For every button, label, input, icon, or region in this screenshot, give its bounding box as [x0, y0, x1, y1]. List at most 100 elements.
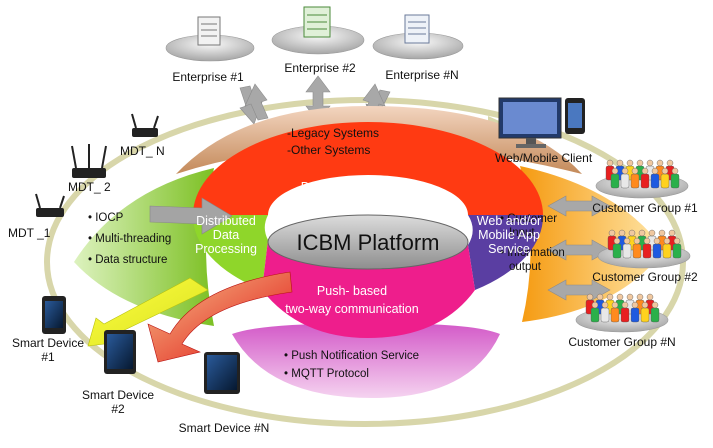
- person-head: [643, 237, 651, 245]
- smart-device-1-line1: Smart Device: [11, 336, 85, 350]
- person-figure: [612, 243, 622, 259]
- right-band-list: Customer Input Information output: [500, 212, 565, 274]
- customer-group-2-label: Customer Group #2: [592, 270, 698, 284]
- left-band-list: IOCP Multi-threading Data structure: [88, 211, 171, 267]
- person-head: [601, 301, 609, 309]
- person-head: [646, 159, 654, 167]
- enterprise-1-label: Enterprise #1: [172, 70, 244, 84]
- smart-device-2-line2: #2: [111, 402, 125, 416]
- enterprise-1-node: [165, 16, 255, 62]
- person-head: [673, 237, 681, 245]
- mdt-1-label: MDT _1: [8, 226, 51, 240]
- person-head: [626, 293, 634, 301]
- people-group-icon: [605, 159, 680, 189]
- person-head: [626, 159, 634, 167]
- smartphone-icon: [42, 296, 66, 334]
- person-figure: [622, 243, 632, 259]
- segment-left-label: Distributed Data Processing: [186, 214, 266, 256]
- person-head: [651, 301, 659, 309]
- left-band-item-1: IOCP: [88, 211, 171, 225]
- person-figure: [610, 173, 620, 189]
- person-head: [651, 167, 659, 175]
- mdt-2-label: MDT_ 2: [68, 180, 111, 194]
- enterprise-2-node: [271, 6, 365, 55]
- person-head: [668, 229, 676, 237]
- customer-group-2-node: [597, 229, 691, 269]
- server-rack-icon: [404, 14, 430, 44]
- bottom-band-list: Push Notification Service MQTT Protocol: [284, 349, 419, 381]
- center-label: ICBM Platform: [296, 230, 439, 255]
- person-head: [613, 237, 621, 245]
- person-figure: [650, 173, 660, 189]
- web-client-label: Web/Mobile Client: [495, 151, 593, 165]
- person-figure: [642, 243, 652, 259]
- smart-device-2-label: Smart Device #2: [70, 388, 166, 416]
- customer-group-1-label: Customer Group #1: [592, 201, 698, 215]
- person-head: [596, 293, 604, 301]
- person-head: [631, 167, 639, 175]
- segment-left: [192, 215, 268, 290]
- person-figure: [632, 243, 642, 259]
- person-head: [653, 237, 661, 245]
- people-group-icon: [585, 293, 660, 323]
- person-figure: [630, 173, 640, 189]
- segment-left-line-3: Processing: [195, 242, 257, 256]
- person-head: [611, 167, 619, 175]
- server-rack-icon: [303, 6, 331, 38]
- tablet-icon: [104, 330, 136, 374]
- server-rack-icon: [197, 16, 221, 46]
- bottom-band-item-2: MQTT Protocol: [284, 367, 419, 381]
- person-head: [591, 301, 599, 309]
- person-figure: [670, 173, 680, 189]
- person-figure: [662, 243, 672, 259]
- person-head: [636, 159, 644, 167]
- arrow-push-to-devices: [147, 271, 293, 363]
- person-figure: [650, 307, 660, 323]
- person-figure: [620, 307, 630, 323]
- smart-device-1-label: Smart Device #1: [0, 336, 96, 364]
- person-head: [641, 167, 649, 175]
- segment-right-line-3: Service: [488, 242, 530, 256]
- person-head: [618, 229, 626, 237]
- person-figure: [610, 307, 620, 323]
- segment-bottom-line-1: Push- based: [316, 284, 388, 298]
- right-band-item-1-cont: Input: [509, 227, 535, 239]
- person-head: [616, 159, 624, 167]
- person-figure: [630, 307, 640, 323]
- person-head: [638, 229, 646, 237]
- segment-bottom-line-2: two-way communication: [285, 302, 419, 316]
- top-band-text: -Legacy Systems -Other Systems: [287, 126, 379, 157]
- person-head: [606, 159, 614, 167]
- smart-device-2-line1: Smart Device: [81, 388, 155, 402]
- segment-top-label: Data Interface: [300, 180, 380, 194]
- tablet-icon: [204, 352, 240, 394]
- segment-bottom-label: Push- based two-way communication: [262, 284, 442, 316]
- segment-top: [193, 122, 543, 215]
- person-head: [621, 301, 629, 309]
- router-icon: [35, 193, 65, 217]
- person-head: [606, 293, 614, 301]
- person-figure: [600, 307, 610, 323]
- person-head: [663, 237, 671, 245]
- smart-device-n-label: Smart Device #N: [178, 421, 270, 435]
- right-band-item-2-cont: output: [509, 261, 541, 273]
- segment-right-label: Web and/or Mobile App Service: [470, 214, 548, 256]
- person-head: [656, 159, 664, 167]
- left-band-item-3: Data structure: [88, 253, 171, 267]
- people-group-icon: [607, 229, 682, 259]
- person-head: [616, 293, 624, 301]
- person-figure: [590, 307, 600, 323]
- person-figure: [672, 243, 682, 259]
- person-head: [658, 229, 666, 237]
- segment-left-line-2: Data: [212, 228, 240, 242]
- right-band-item-1: Customer: [500, 212, 565, 226]
- smart-device-1-line2: #1: [41, 350, 55, 364]
- customer-group-1-node: [595, 159, 689, 199]
- person-head: [623, 237, 631, 245]
- right-band-item-2: Information: [500, 246, 565, 260]
- person-figure: [660, 173, 670, 189]
- segment-right-line-1: Web and/or: [476, 214, 542, 228]
- left-band-item-2: Multi-threading: [88, 232, 171, 246]
- person-figure: [640, 307, 650, 323]
- segment-left-line-1: Distributed: [196, 214, 256, 228]
